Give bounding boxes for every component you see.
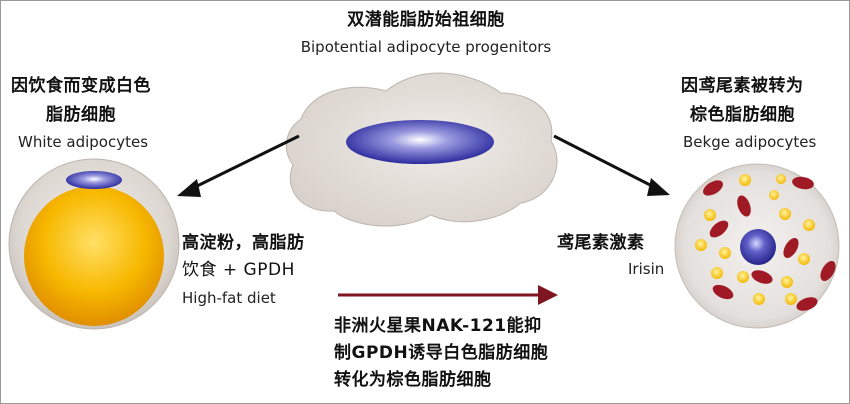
arrow-to-white — [177, 134, 300, 197]
mitochondria — [703, 176, 836, 311]
beige-adipocyte-nucleus — [740, 229, 776, 265]
white-label-en: White adipocytes — [18, 133, 149, 151]
diet-label-en: High-fat diet — [182, 289, 276, 307]
beige-adipocyte — [674, 163, 840, 329]
irisin-label-zh: 鸢尾素激素 — [557, 233, 645, 253]
beige-label-en: Bekge adipocytes — [683, 133, 817, 151]
diet-label-zh-line2: 饮食 + GPDH — [182, 260, 295, 280]
irisin-label-en: Irisin — [628, 260, 665, 278]
arrow-red-pathway — [338, 285, 558, 305]
arrow-to-beige — [553, 134, 670, 196]
beige-label-zh-line1: 因鸢尾素被转为 — [681, 76, 804, 96]
lipid-droplets — [695, 174, 815, 305]
nak121-note-line1: 非洲火星果NAK-121能抑 — [334, 316, 542, 336]
diet-label-zh-line1: 高淀粉，高脂肪 — [182, 233, 305, 253]
progenitor-title-zh: 双潜能脂肪始祖细胞 — [347, 10, 505, 30]
white-adipocyte — [8, 158, 180, 330]
progenitor-title-en: Bipotential adipocyte progenitors — [300, 38, 552, 56]
nak121-note-line2: 制GPDH诱导白色脂肪细胞 — [334, 343, 549, 363]
white-label-zh-line1: 因饮食而变成白色 — [11, 76, 151, 96]
beige-label-zh-line2: 棕色脂肪细胞 — [690, 105, 795, 125]
nak121-note-line3: 转化为棕色脂肪细胞 — [334, 370, 492, 390]
white-adipocyte-nucleus — [66, 171, 122, 189]
progenitor-nucleus — [346, 120, 494, 164]
white-label-zh-line2: 脂肪细胞 — [46, 105, 116, 125]
